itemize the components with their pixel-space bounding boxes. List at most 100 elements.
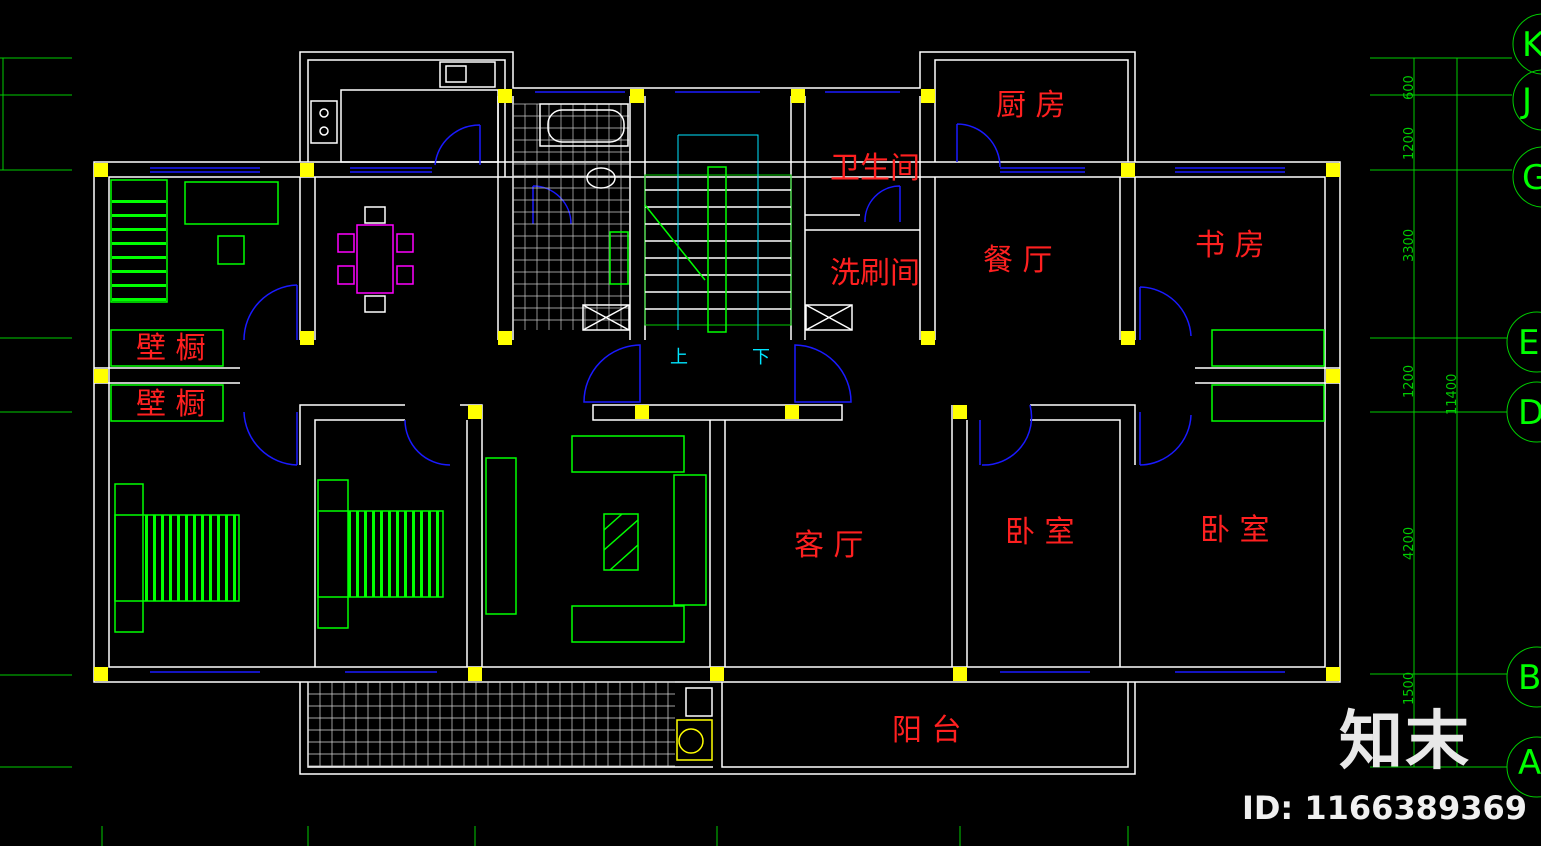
column xyxy=(498,331,512,345)
bed-stripe xyxy=(177,515,180,601)
column xyxy=(94,667,108,681)
dim-6: 1500 xyxy=(1402,672,1417,705)
room-labels: 厨 房 卫生间 洗刷间 餐 厅 书 房 壁 橱 壁 橱 客 厅 卧 室 卧 室 … xyxy=(136,88,1270,748)
bed-stripe xyxy=(161,515,164,601)
dim-3: 3300 xyxy=(1402,229,1417,262)
bathroom xyxy=(512,103,853,331)
shelf-stripe xyxy=(112,298,166,301)
label-closet-1: 壁 橱 xyxy=(136,331,206,366)
bed-stripe xyxy=(185,515,188,601)
bed-stripe xyxy=(380,511,383,597)
axis-b: B xyxy=(1518,658,1541,698)
bed-stripe xyxy=(217,515,220,601)
label-wash: 洗刷间 xyxy=(830,256,920,291)
column xyxy=(94,163,108,177)
stair-down-label: 下 xyxy=(752,347,770,368)
label-closet-2: 壁 橱 xyxy=(136,387,206,422)
axis-a: A xyxy=(1518,743,1541,783)
windows xyxy=(150,91,1285,673)
bed-stripe xyxy=(420,511,423,597)
right-dimensions xyxy=(1370,13,1541,798)
watermark-id: ID: 1166389369 xyxy=(1241,789,1527,827)
bed-stripe xyxy=(169,515,172,601)
bed-stripe xyxy=(348,511,351,597)
balcony-tiles xyxy=(307,681,675,767)
bed-stripe xyxy=(404,511,407,597)
structural-columns xyxy=(94,89,1340,681)
column xyxy=(1326,163,1340,177)
axis-d: D xyxy=(1518,393,1541,433)
column xyxy=(921,331,935,345)
dim-4: 1200 xyxy=(1402,365,1417,398)
column xyxy=(791,89,805,103)
bed-stripe xyxy=(356,511,359,597)
dim-5: 4200 xyxy=(1402,527,1417,560)
column xyxy=(1121,331,1135,345)
bed-stripe xyxy=(388,511,391,597)
bed-stripe xyxy=(233,515,236,601)
axis-j: J xyxy=(1520,81,1532,121)
column xyxy=(1326,369,1340,383)
bed-stripe xyxy=(428,511,431,597)
bed-stripe xyxy=(153,515,156,601)
bed-stripe xyxy=(201,515,204,601)
axis-lines xyxy=(0,57,1129,846)
label-bedroom-1: 卧 室 xyxy=(1005,515,1075,550)
column xyxy=(300,331,314,345)
column xyxy=(94,369,108,383)
shelf-stripe xyxy=(112,270,166,273)
dim-total: 11400 xyxy=(1445,374,1460,415)
dim-1: 600 xyxy=(1402,75,1417,100)
bed-stripe xyxy=(145,515,148,601)
dimension-labels: 600 1200 3300 1200 4200 1500 11400 xyxy=(1402,75,1460,705)
column xyxy=(300,163,314,177)
column xyxy=(498,89,512,103)
doors xyxy=(243,123,1192,466)
label-living: 客 厅 xyxy=(794,528,864,563)
column xyxy=(1326,667,1340,681)
bed-stripe xyxy=(412,511,415,597)
walls xyxy=(93,51,1341,775)
axis-g: G xyxy=(1522,158,1541,198)
column xyxy=(785,405,799,419)
bed-stripes xyxy=(112,200,439,601)
shelf-stripe xyxy=(112,228,166,231)
kitchen-fixtures xyxy=(310,61,496,144)
furniture xyxy=(110,179,1325,643)
column xyxy=(953,405,967,419)
column xyxy=(630,89,644,103)
label-kitchen: 厨 房 xyxy=(996,88,1066,123)
shelf-stripe xyxy=(112,256,166,259)
bed-stripe xyxy=(372,511,375,597)
dim-2: 1200 xyxy=(1402,127,1417,160)
shelf-stripe xyxy=(112,214,166,217)
bed-stripe xyxy=(193,515,196,601)
shelf-stripe xyxy=(112,242,166,245)
axis-k: K xyxy=(1522,25,1541,65)
shelf-stripe xyxy=(112,284,166,287)
washer xyxy=(676,687,713,761)
stair-up-label: 上 xyxy=(670,347,688,368)
bed-stripe xyxy=(209,515,212,601)
column xyxy=(468,667,482,681)
bed-stripe xyxy=(436,511,439,597)
label-study: 书 房 xyxy=(1195,228,1265,263)
bed-stripe xyxy=(225,515,228,601)
axis-e: E xyxy=(1518,323,1539,363)
column xyxy=(710,667,724,681)
axis-labels: K J G E D B A xyxy=(1518,25,1541,783)
label-toilet: 卫生间 xyxy=(830,151,920,186)
stairs: 上 下 xyxy=(644,134,792,368)
dining-table xyxy=(337,206,414,313)
column xyxy=(468,405,482,419)
column xyxy=(635,405,649,419)
bed-stripe xyxy=(364,511,367,597)
label-balcony: 阳 台 xyxy=(892,713,962,748)
column xyxy=(921,89,935,103)
shelf-stripe xyxy=(112,200,166,203)
column xyxy=(1121,163,1135,177)
label-dining: 餐 厅 xyxy=(983,243,1053,278)
column xyxy=(953,667,967,681)
bed-stripe xyxy=(396,511,399,597)
